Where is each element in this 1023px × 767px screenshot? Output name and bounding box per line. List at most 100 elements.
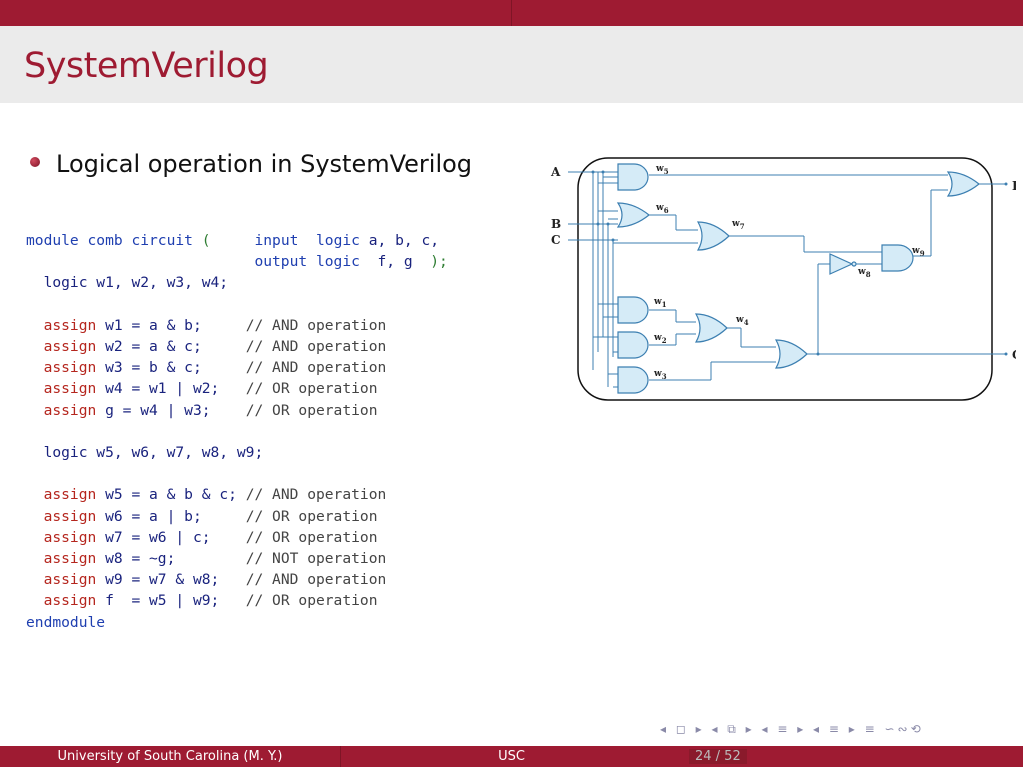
assign-line: assign f = w5 | w9; // OR operation (26, 592, 378, 610)
code-expression: w8 = ~g; (105, 550, 176, 568)
code-input-ports: a, b, c, (368, 232, 440, 249)
code-keyword-module: module (26, 232, 79, 249)
code-expression: f = w5 | w9; (105, 592, 220, 610)
code-logic-decl-2: logic w5, w6, w7, w8, w9; (43, 444, 264, 462)
code-keyword-input: input (254, 232, 299, 249)
and-gate-w9 (881, 244, 914, 272)
code-comment: // AND operation (245, 338, 387, 356)
not-gate-w8 (829, 253, 854, 275)
bullet-item: Logical operation in SystemVerilog (30, 150, 472, 178)
code-keyword-assign: assign (43, 486, 97, 504)
bullet-icon (30, 157, 40, 167)
or-gate-w4 (694, 313, 728, 343)
assign-line: assign w9 = w7 & w8; // AND operation (26, 571, 387, 589)
wire-label-w1: w1 (653, 297, 667, 309)
code-comment: // AND operation (245, 571, 387, 589)
and-gate-w2 (617, 331, 649, 359)
slide-title: SystemVerilog (24, 46, 269, 86)
wire-label-w2: w2 (653, 333, 667, 345)
code-comment: // AND operation (245, 316, 387, 334)
and-gate-w1 (617, 296, 649, 324)
wire-label-w8: w8 (857, 267, 871, 279)
code-endmodule: endmodule (26, 613, 106, 631)
code-expression: w9 = w7 & w8; (105, 571, 220, 589)
output-label-f: F (1012, 179, 1016, 193)
code-expression: w3 = b & c; (105, 359, 202, 377)
wire-label-w4: w4 (735, 315, 749, 327)
footer-author: University of South Carolina (M. Y.) (57, 749, 283, 764)
code-output-ports: f, g (377, 253, 413, 271)
input-label-b: B (551, 217, 561, 231)
assign-line: assign w5 = a & b & c; // AND operation (26, 486, 387, 504)
circuit-diagram: A B C F G (550, 157, 1016, 401)
code-keyword-assign: assign (43, 550, 97, 568)
or-gate-g (774, 339, 808, 369)
or-gate-w7 (696, 221, 730, 251)
assign-line: assign w6 = a | b; // OR operation (26, 507, 378, 525)
output-label-g: G (1012, 348, 1016, 362)
assign-line: assign w1 = a & b; // AND operation (26, 316, 387, 334)
code-module-name: comb circuit (87, 232, 193, 249)
code-keyword-output: output (254, 253, 308, 271)
code-block: module comb circuit ( input logic a, b, … (26, 230, 448, 633)
code-paren: ( (201, 232, 211, 249)
code-comment: // OR operation (245, 528, 378, 546)
not-bubble (851, 261, 857, 267)
code-expression: w7 = w6 | c; (105, 528, 211, 546)
input-label-c: C (551, 233, 561, 247)
bullet-text: Logical operation in SystemVerilog (56, 150, 473, 178)
code-keyword-assign: assign (43, 316, 97, 334)
wire-label-w9: w9 (911, 246, 925, 258)
code-keyword-assign: assign (43, 507, 97, 525)
input-label-a: A (550, 165, 561, 179)
code-keyword-assign: assign (43, 359, 97, 377)
code-keyword-assign: assign (43, 592, 97, 610)
assign-line: assign w4 = w1 | w2; // OR operation (26, 380, 378, 398)
code-comment: // OR operation (245, 592, 378, 610)
code-expression: w6 = a | b; (105, 507, 202, 525)
assign-line: assign g = w4 | w3; // OR operation (26, 401, 378, 419)
assign-line: assign w2 = a & c; // AND operation (26, 338, 387, 356)
circuit-boundary (577, 157, 993, 401)
and-gate-w5 (617, 163, 649, 191)
code-comment: // NOT operation (245, 550, 387, 568)
wire-label-w6: w6 (655, 203, 669, 215)
assign-line: assign w3 = b & c; // AND operation (26, 359, 387, 377)
code-keyword-assign: assign (43, 380, 97, 398)
wire-label-w3: w3 (653, 369, 667, 381)
wires (568, 171, 1006, 388)
code-expression: w1 = a & b; (105, 316, 202, 334)
junction-dots (591, 170, 1008, 356)
assign-block-1: assign w1 = a & b; // AND operation assi… (26, 316, 387, 419)
code-close-paren: ); (430, 253, 448, 271)
slide-navigation[interactable]: ◂ ◻ ▸ ◂ ⧉ ▸ ◂ ≡ ▸ ◂ ≡ ▸ ≡ ∽∾⟲ (660, 722, 924, 736)
wire-label-w7: w7 (731, 219, 745, 231)
footer-page: 24 / 52 (681, 746, 1023, 767)
page-number: 24 / 52 (689, 749, 747, 764)
top-bar-divider (511, 0, 512, 26)
code-comment: // OR operation (245, 401, 378, 419)
code-expression: w4 = w1 | w2; (105, 380, 220, 398)
code-comment: // OR operation (245, 380, 378, 398)
assign-line: assign w7 = w6 | c; // OR operation (26, 528, 378, 546)
footer-bar: University of South Carolina (M. Y.) USC… (0, 746, 1023, 767)
and-gate-w3 (617, 366, 649, 394)
top-bar (0, 0, 1023, 26)
code-keyword-assign: assign (43, 401, 97, 419)
code-keyword-assign: assign (43, 571, 97, 589)
or-gate-f (946, 171, 980, 197)
or-gate-w6 (616, 202, 650, 228)
code-expression: g = w4 | w3; (105, 401, 211, 419)
code-keyword-logic: logic (316, 232, 360, 249)
code-keyword-assign: assign (43, 528, 97, 546)
code-expression: w5 = a & b & c; (105, 486, 237, 504)
footer-institution: USC (340, 746, 682, 767)
assign-block-2: assign w5 = a & b & c; // AND operation … (26, 486, 387, 610)
code-keyword-logic: logic (315, 253, 360, 271)
wire-label-w5: w5 (655, 164, 669, 176)
code-expression: w2 = a & c; (105, 338, 202, 356)
assign-line: assign w8 = ~g; // NOT operation (26, 550, 387, 568)
title-bar: SystemVerilog (0, 26, 1023, 103)
code-logic-decl-1: logic w1, w2, w3, w4; (43, 274, 229, 292)
code-comment: // AND operation (245, 486, 387, 504)
